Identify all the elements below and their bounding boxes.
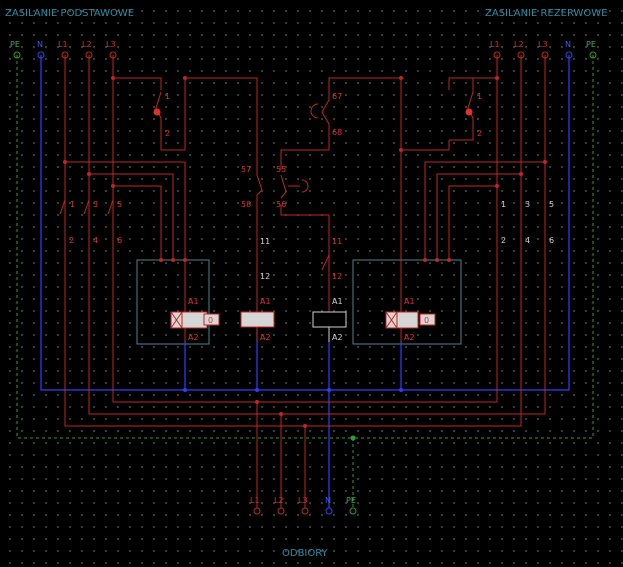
term-load-l1: L1 — [250, 496, 260, 505]
left-contact-6: 6 — [117, 236, 122, 245]
term-left-n: N — [37, 40, 43, 49]
title-backup-supply: ZASILANIE REZERWOWE — [485, 8, 608, 19]
right-contact-3: 3 — [525, 200, 530, 209]
term-right-l1: L1 — [490, 40, 500, 49]
term-left-l2: L2 — [82, 40, 92, 49]
term-left-pe: PE — [10, 40, 20, 49]
right-contact-2: 2 — [501, 236, 506, 245]
breaker-left-1: 1 — [165, 92, 170, 101]
aux-55: 55 — [276, 165, 286, 174]
terminals-loads — [253, 507, 357, 515]
term-load-l3: L3 — [298, 496, 308, 505]
relay-11: 11 — [332, 237, 342, 246]
timer-67: 67 — [332, 92, 342, 101]
timer-relay-coil — [240, 311, 275, 342]
title-primary-supply: ZASILANIE PODSTAWOWE — [5, 8, 134, 19]
right-coil-state: 0 — [424, 316, 429, 325]
terminals-right — [493, 51, 597, 59]
left-coil-a1: A1 — [188, 297, 199, 306]
contactor-right-coil — [385, 311, 436, 342]
relay-contact-11-12 — [321, 232, 330, 271]
earth-junction — [350, 435, 356, 441]
phase-junctions — [63, 76, 547, 428]
right-contact-1: 1 — [501, 200, 506, 209]
right-coil-a2: A2 — [404, 333, 415, 342]
left-coil-a2: A2 — [188, 333, 199, 342]
right-contact-6: 6 — [549, 236, 554, 245]
term-left-l3: L3 — [106, 40, 116, 49]
right-coil-a1: A1 — [404, 297, 415, 306]
timer-relay-11: 11 — [260, 237, 270, 246]
term-load-pe: PE — [346, 496, 356, 505]
timer-68: 68 — [332, 128, 342, 137]
timer-contact-67-68 — [310, 90, 330, 135]
term-left-l1: L1 — [58, 40, 68, 49]
term-load-l2: L2 — [274, 496, 284, 505]
terminals-left — [13, 51, 117, 59]
term-right-n: N — [565, 40, 571, 49]
neutral-junctions — [183, 388, 403, 392]
aux-57: 57 — [241, 165, 251, 174]
phase-conductors — [64, 55, 546, 508]
right-contact-4: 4 — [525, 236, 530, 245]
left-contact-4: 4 — [93, 236, 98, 245]
earth-conductor — [16, 55, 594, 508]
left-contact-2: 2 — [69, 236, 74, 245]
breaker-right-1: 1 — [477, 92, 482, 101]
relay-12: 12 — [332, 272, 342, 281]
contactor-left-coil — [170, 311, 220, 342]
aux-contacts-57-58-55-56 — [256, 165, 309, 205]
left-contact-5: 5 — [117, 200, 122, 209]
left-contact-1: 1 — [70, 200, 75, 209]
center-coil-a1: A1 — [332, 297, 343, 306]
term-right-pe: PE — [586, 40, 596, 49]
breaker-left-2: 2 — [165, 129, 170, 138]
contactor-right-enclosure — [352, 259, 462, 345]
breaker-right-2: 2 — [477, 129, 482, 138]
contactor-left-main-contacts — [59, 199, 114, 215]
aux-58: 58 — [241, 200, 251, 209]
left-coil-state: 0 — [208, 316, 213, 325]
breaker-left — [153, 91, 162, 140]
timer-relay-12: 12 — [260, 272, 270, 281]
center-relay-coil — [312, 311, 347, 342]
breaker-right — [449, 78, 474, 141]
term-right-l3: L3 — [538, 40, 548, 49]
timer-coil-a2: A2 — [260, 333, 271, 342]
term-right-l2: L2 — [514, 40, 524, 49]
term-load-n: N — [325, 496, 331, 505]
aux-56: 56 — [276, 200, 286, 209]
right-contact-5: 5 — [549, 200, 554, 209]
left-contact-3: 3 — [93, 200, 98, 209]
timer-coil-a1: A1 — [260, 297, 271, 306]
title-loads: ODBIORY — [282, 548, 329, 559]
center-coil-a2: A2 — [332, 333, 343, 342]
